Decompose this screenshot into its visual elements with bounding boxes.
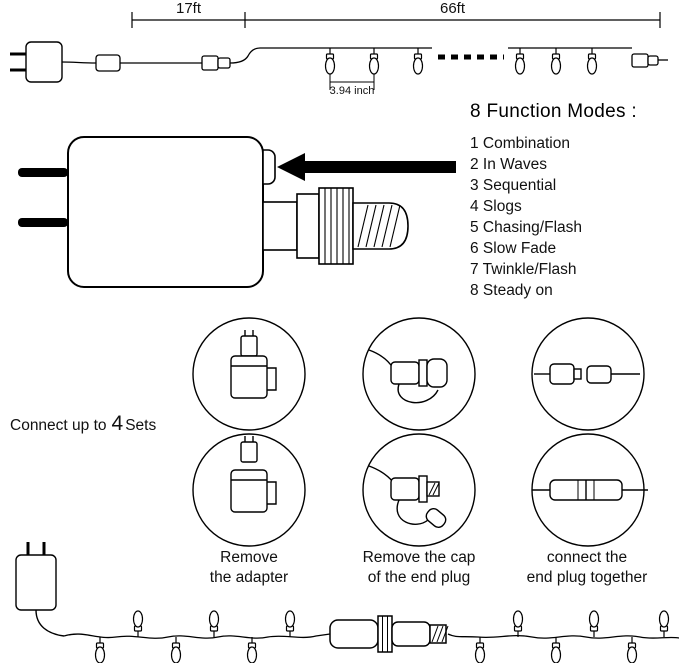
end-plug-icon — [631, 53, 668, 68]
spacing-dimension-lines — [329, 74, 375, 90]
caption-line: connect the — [546, 549, 628, 566]
step-caption-remove-adapter: Remove the adapter — [189, 548, 309, 588]
caption-line: Remove the cap — [362, 549, 476, 566]
illustration-cap-removed — [368, 465, 447, 529]
mode-item-6: 6 Slow Fade — [470, 240, 557, 257]
caption-line: of the end plug — [367, 569, 471, 586]
connect-note-suffix: Sets — [125, 417, 157, 434]
string-wire — [63, 633, 679, 639]
adapter-prongs — [18, 168, 68, 227]
dimension-label-lead: 17ft — [175, 0, 202, 17]
function-modes-title: 8 Function Modes : — [470, 101, 637, 122]
illustration-plugs-apart — [534, 363, 640, 385]
illustration-cap-on — [368, 349, 448, 404]
step-caption-remove-cap: Remove the cap of the end plug — [349, 548, 489, 588]
bulb-spacing-label: 3.94 inch — [329, 85, 375, 97]
illustration-adapter-attached — [230, 330, 277, 399]
mode-item-2: 2 In Waves — [470, 156, 547, 173]
wall-plug-icon — [15, 542, 65, 637]
mode-item-1: 1 Combination — [470, 135, 570, 152]
mode-item-5: 5 Chasing/Flash — [470, 219, 583, 236]
adapter-closeup-diagram — [18, 136, 456, 288]
mode-button — [262, 149, 276, 185]
top-string-diagram — [10, 12, 668, 90]
mode-item-4: 4 Slogs — [470, 198, 522, 215]
bottom-string-diagram — [15, 542, 679, 663]
illustration-adapter-removed — [230, 436, 277, 513]
step-caption-connect-plugs: connect the end plug together — [517, 548, 657, 588]
connect-sets-note: Connect up to 4 Sets — [10, 412, 156, 436]
mode-item-8: 8 Steady on — [470, 282, 553, 299]
caption-line: end plug together — [526, 569, 648, 586]
wall-plug-icon — [10, 41, 63, 83]
connect-note-count: 4 — [111, 412, 124, 435]
mode-item-7: 7 Twinkle/Flash — [470, 261, 577, 278]
adapter-nozzle — [262, 187, 409, 265]
function-modes-panel: 8 Function Modes : 1 Combination 2 In Wa… — [470, 101, 637, 301]
dimension-lines — [131, 12, 661, 28]
dimension-label-string: 66ft — [439, 0, 466, 17]
mode-item-3: 3 Sequential — [470, 177, 557, 194]
illustration-plugs-joined — [532, 479, 648, 501]
caption-line: Remove — [220, 549, 278, 566]
joined-connectors-icon — [329, 615, 449, 653]
arrow-left-icon — [277, 153, 456, 181]
adapter-body — [67, 136, 264, 288]
connection-steps-diagram — [192, 317, 648, 547]
connect-note-prefix: Connect up to — [10, 417, 107, 434]
caption-line: the adapter — [209, 569, 289, 586]
bulbs-right — [514, 47, 598, 75]
